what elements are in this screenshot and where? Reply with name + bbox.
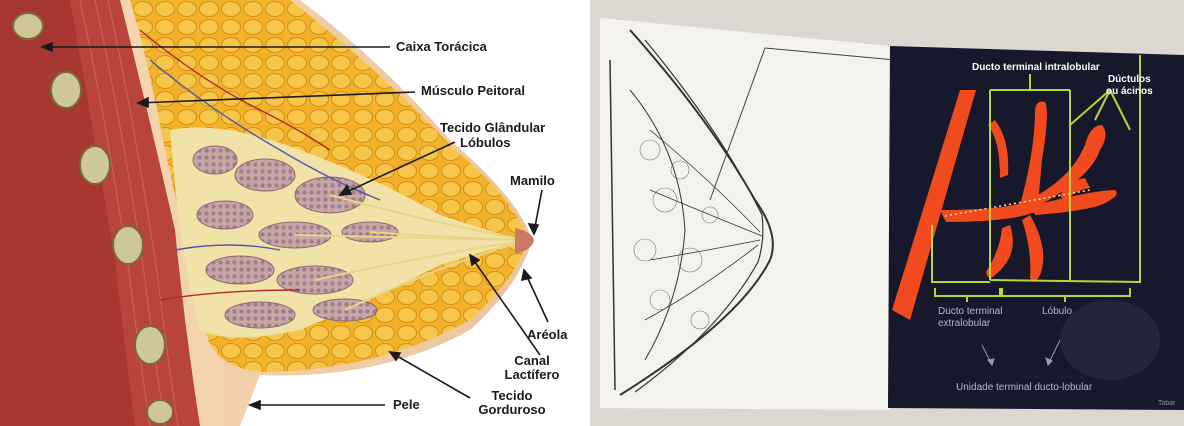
label-credit: Tabar (1158, 398, 1176, 410)
label-tecido-glandular: Tecido Glândular (440, 121, 545, 135)
label-mamilo: Mamilo (510, 174, 555, 188)
label-canal-line2: Lactífero (494, 368, 570, 382)
label-canal-line1: Canal (494, 354, 570, 368)
nipple-shape (515, 228, 534, 254)
label-musculo-peitoral: Músculo Peitoral (421, 84, 525, 98)
label-ductulos-line1: Dúctulos (1106, 74, 1153, 86)
label-unidade-terminal: Unidade terminal ducto-lobular (956, 382, 1092, 394)
label-ducto-intralobular: Ducto terminal intralobular (972, 62, 1100, 74)
terminal-duct-lobular-unit-figure: Ducto terminal intralobular Dúctulos ou … (590, 0, 1184, 426)
label-tecido-line1: Tecido (462, 389, 562, 403)
label-ducto-extra-line1: Ducto terminal (938, 306, 1002, 318)
breast-anatomy-illustration: Caixa Torácica Músculo Peitoral Tecido G… (0, 0, 590, 426)
label-ductulos-line2: ou ácinos (1106, 86, 1153, 98)
label-caixa-toracica: Caixa Torácica (396, 40, 487, 54)
label-pele: Pele (393, 398, 420, 412)
label-tecido-line2: Gorduroso (462, 403, 562, 417)
label-ducto-extra-line2: extralobular (938, 318, 1002, 330)
label-canal-lactifero: Canal Lactífero (494, 354, 570, 382)
label-areola: Aréola (527, 328, 567, 342)
label-ductulos: Dúctulos ou ácinos (1106, 74, 1153, 98)
label-tecido-gorduroso: Tecido Gorduroso (462, 389, 562, 417)
label-lobulos: Lóbulos (460, 136, 511, 150)
page-paper (600, 18, 890, 410)
label-ducto-extralobular: Ducto terminal extralobular (938, 306, 1002, 330)
label-lobulo: Lóbulo (1042, 306, 1072, 318)
